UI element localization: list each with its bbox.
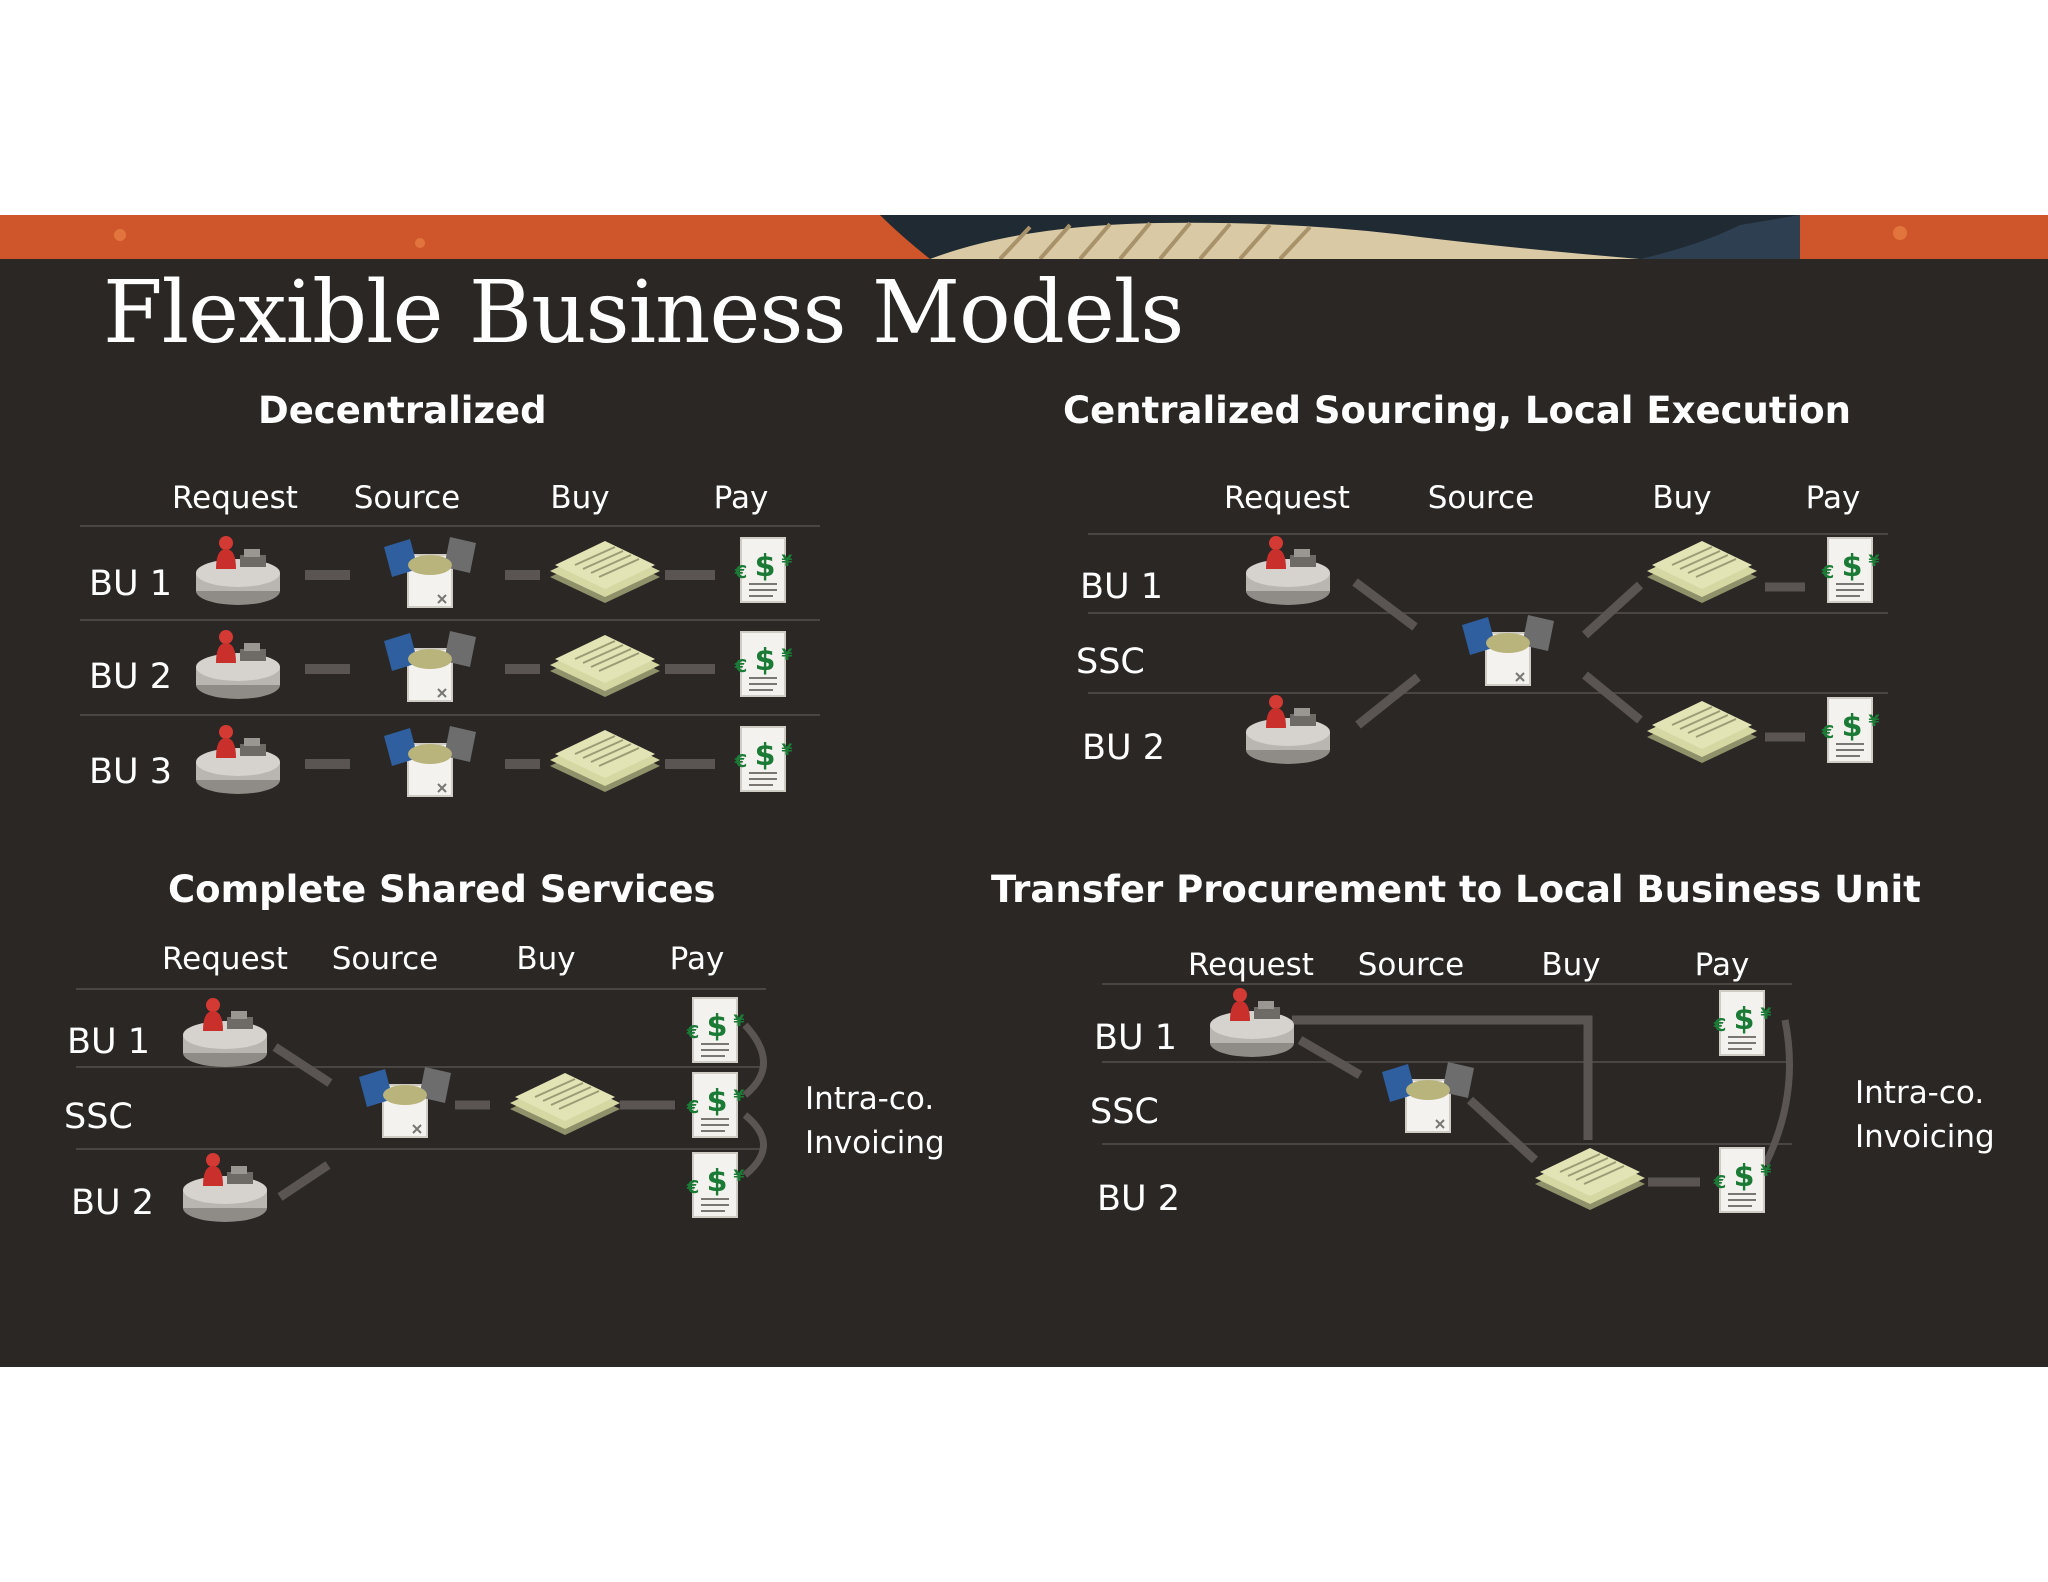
slide-title: Flexible Business Models: [103, 263, 1184, 363]
note-line: Intra-co.: [1855, 1075, 1985, 1111]
row-label-ssc: SSC: [1076, 642, 1145, 682]
row-divider: [76, 1148, 766, 1150]
row-label-bu1: BU 1: [1094, 1018, 1178, 1058]
row-label-bu3: BU 3: [89, 752, 173, 792]
flow-arrows: [272, 1022, 767, 1201]
intra-company-invoicing-note: Intra-co. Invoicing: [805, 1077, 945, 1165]
row-divider: [1102, 1143, 1792, 1145]
invoice-payment-icon: [1711, 1147, 1773, 1213]
row-label-bu1: BU 1: [89, 564, 173, 604]
shared-services-flow: [183, 997, 767, 1222]
row-label-bu2: BU 2: [71, 1183, 155, 1223]
note-line: Invoicing: [805, 1125, 945, 1161]
column-header-source: Source: [353, 480, 461, 516]
panel-title: Transfer Procurement to Local Business U…: [991, 868, 1921, 911]
flow-arrows: [1352, 578, 1805, 742]
requester-desk-icon: [1210, 988, 1294, 1057]
row-label-ssc: SSC: [64, 1097, 133, 1137]
row-divider: [76, 988, 766, 990]
row-label-ssc: SSC: [1090, 1092, 1159, 1132]
flow-arrows: [1292, 1015, 1793, 1187]
row-divider: [76, 1066, 766, 1068]
row-divider: [1102, 1061, 1792, 1063]
row-divider: [1102, 983, 1792, 985]
column-header-pay: Pay: [669, 941, 725, 977]
column-header-request: Request: [1224, 480, 1350, 516]
row-divider: [80, 714, 820, 716]
column-header-pay: Pay: [1805, 480, 1861, 516]
column-header-source: Source: [331, 941, 439, 977]
purchase-documents-icon: [1534, 1147, 1646, 1211]
note-line: Intra-co.: [805, 1081, 935, 1117]
slide: Flexible Business Models Decentralized R…: [0, 215, 2048, 1367]
row-label-bu1: BU 1: [67, 1022, 151, 1062]
row-divider: [1088, 692, 1888, 694]
intra-company-invoicing-note: Intra-co. Invoicing: [1855, 1071, 1995, 1159]
panel-title: Complete Shared Services: [168, 868, 716, 911]
panel-title: Decentralized: [258, 389, 547, 432]
decorative-banner: [0, 215, 2048, 259]
column-header-request: Request: [162, 941, 288, 977]
row-label-bu1: BU 1: [1080, 567, 1164, 607]
transfer-procurement-flow: [1210, 988, 1793, 1213]
row-divider: [1088, 612, 1888, 614]
flow-arrows: [305, 570, 715, 769]
column-header-request: Request: [1188, 947, 1314, 983]
panel-title: Centralized Sourcing, Local Execution: [1063, 389, 1851, 432]
column-header-buy: Buy: [1652, 480, 1712, 516]
column-header-source: Source: [1427, 480, 1535, 516]
column-header-buy: Buy: [1541, 947, 1601, 983]
row-divider: [80, 525, 820, 527]
row-label-bu2: BU 2: [89, 657, 173, 697]
centralized-flow: [1246, 536, 1881, 764]
row-label-bu2: BU 2: [1097, 1179, 1181, 1219]
column-header-pay: Pay: [1694, 947, 1750, 983]
row-divider: [1088, 533, 1888, 535]
column-header-source: Source: [1357, 947, 1465, 983]
column-header-buy: Buy: [550, 480, 610, 516]
row-label-bu2: BU 2: [1082, 728, 1166, 768]
column-header-buy: Buy: [516, 941, 576, 977]
decentralized-flow: [196, 536, 794, 797]
note-line: Invoicing: [1855, 1119, 1995, 1155]
invoice-payment-icon: [1711, 990, 1773, 1056]
handshake-contract-icon: [1381, 1061, 1475, 1133]
column-header-pay: Pay: [713, 480, 769, 516]
column-header-request: Request: [172, 480, 298, 516]
row-divider: [80, 619, 820, 621]
